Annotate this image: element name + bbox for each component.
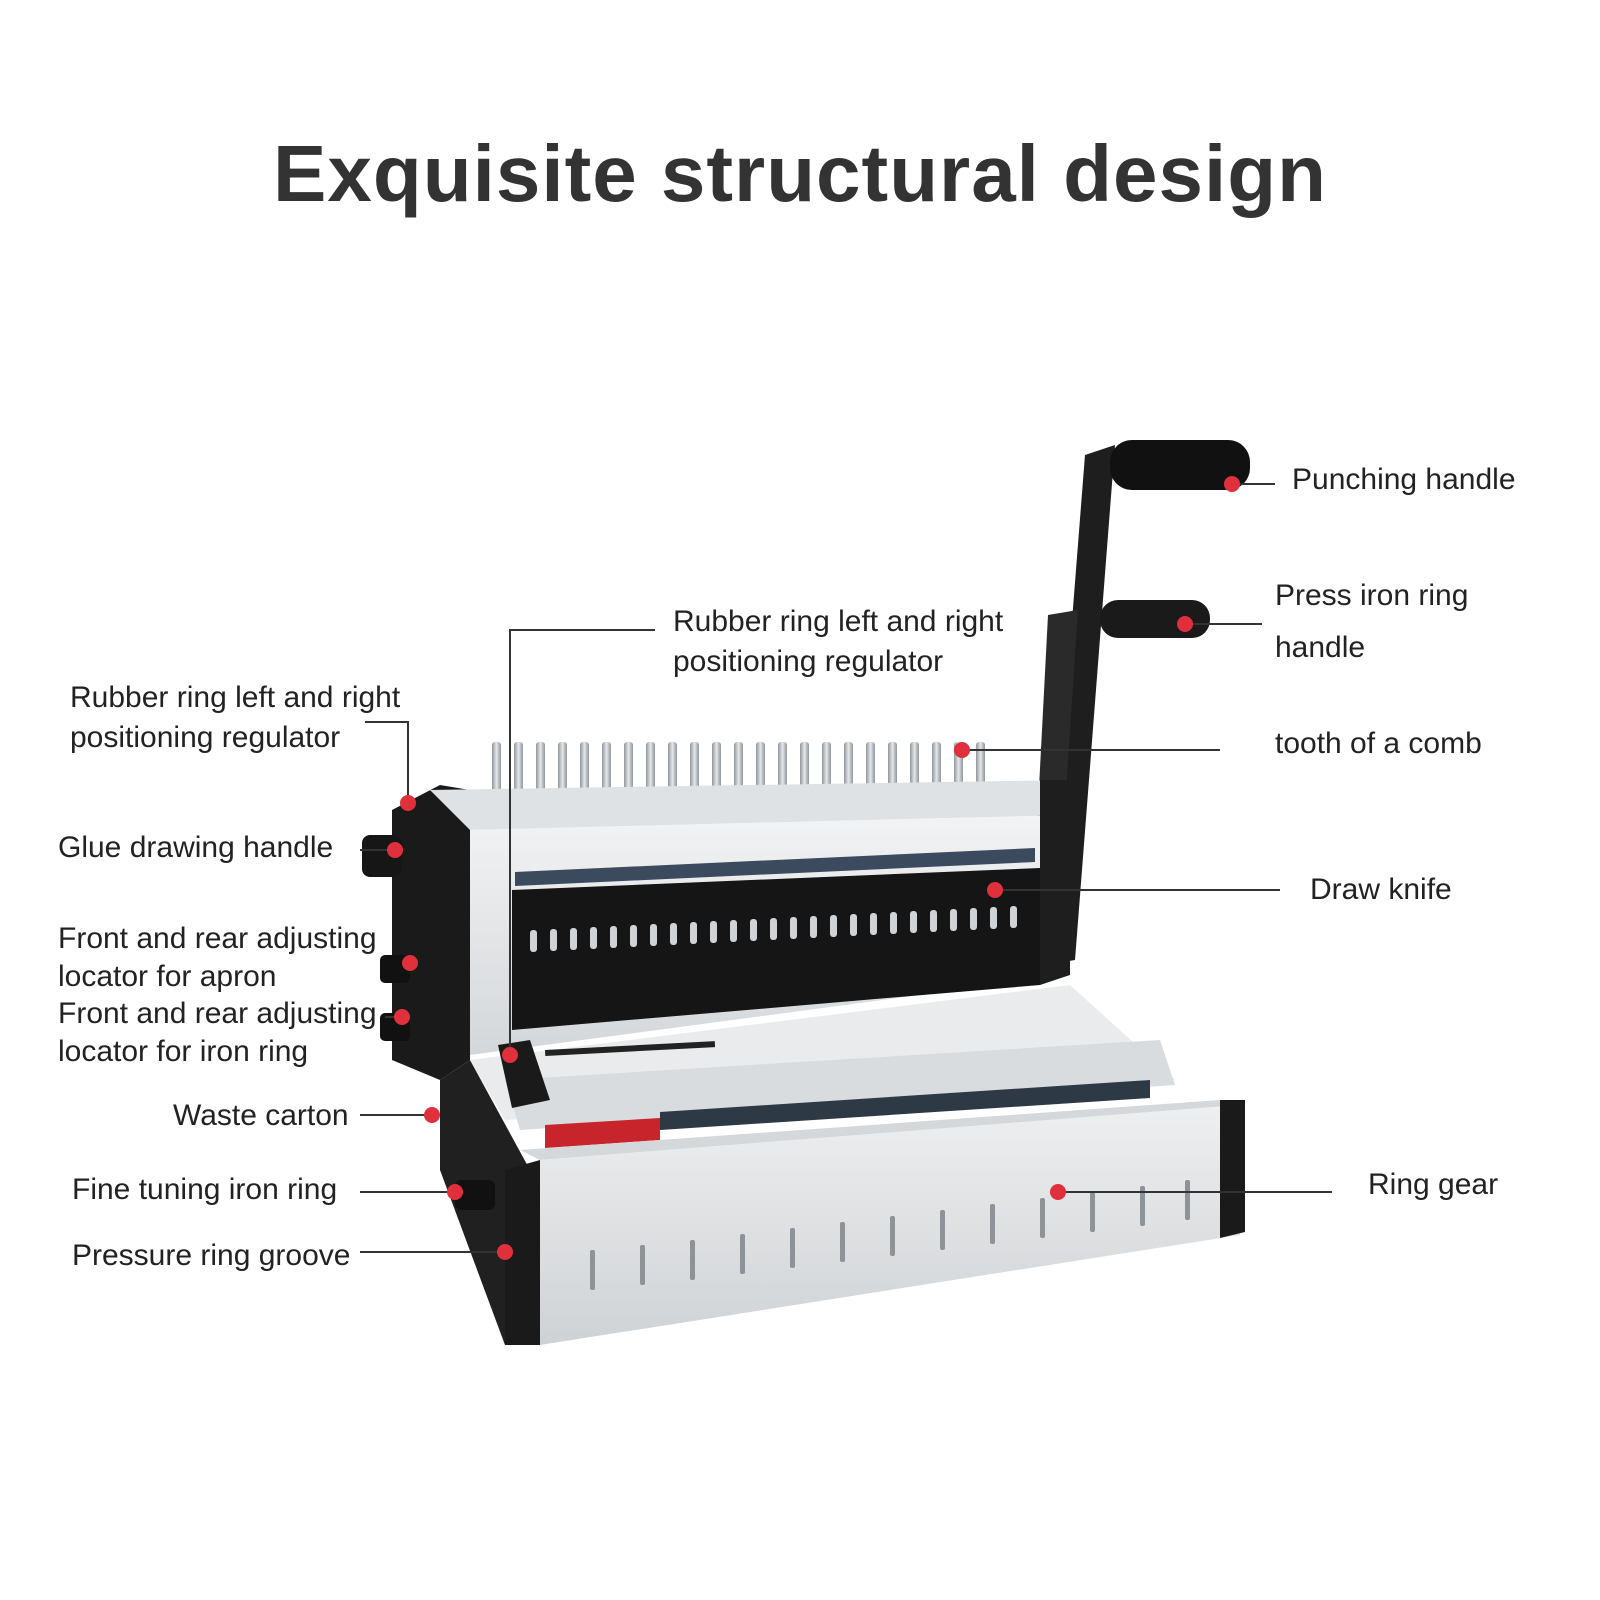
marker-pressure-ring-groove — [497, 1244, 513, 1260]
label-fine-tuning-iron-ring: Fine tuning iron ring — [72, 1173, 338, 1206]
label-apron-locator: Front and rear adjusting locator for apr… — [58, 922, 377, 993]
label-pressure-ring-groove: Pressure ring groove — [72, 1239, 351, 1272]
lower-deck — [470, 985, 1175, 1148]
comb-teeth — [492, 742, 985, 792]
marker-punching-handle — [1224, 476, 1240, 492]
markers — [387, 476, 1240, 1260]
label-glue-drawing-handle: Glue drawing handle — [58, 831, 334, 864]
marker-tooth-of-a-comb — [954, 742, 970, 758]
marker-waste-carton — [424, 1107, 440, 1123]
marker-apron-locator — [402, 955, 418, 971]
label-draw-knife: Draw knife — [1310, 873, 1452, 906]
marker-rubber-ring-regulator-top — [502, 1047, 518, 1063]
label-punching-handle: Punching handle — [1292, 463, 1516, 496]
label-rubber-ring-regulator-top: Rubber ring left and right positioning r… — [673, 605, 1004, 678]
label-tooth-of-a-comb: tooth of a comb — [1275, 727, 1482, 760]
page-title: Exquisite structural design — [273, 129, 1327, 218]
marker-ring-gear — [1050, 1184, 1066, 1200]
label-rubber-ring-regulator-left: Rubber ring left and right positioning r… — [70, 681, 401, 754]
marker-draw-knife — [987, 882, 1003, 898]
marker-fine-tuning-iron-ring — [447, 1184, 463, 1200]
marker-glue-drawing-handle — [387, 842, 403, 858]
marker-iron-ring-locator — [394, 1009, 410, 1025]
label-iron-ring-locator: Front and rear adjusting locator for iro… — [58, 997, 377, 1068]
marker-rubber-ring-regulator-left — [400, 795, 416, 811]
label-waste-carton: Waste carton — [173, 1099, 349, 1132]
marker-press-iron-ring-handle — [1177, 616, 1193, 632]
upper-housing — [430, 780, 1070, 1055]
label-ring-gear: Ring gear — [1368, 1168, 1499, 1201]
label-press-iron-ring-handle: Press iron ring handle — [1275, 579, 1469, 664]
front-pressing-bar — [505, 1100, 1245, 1345]
